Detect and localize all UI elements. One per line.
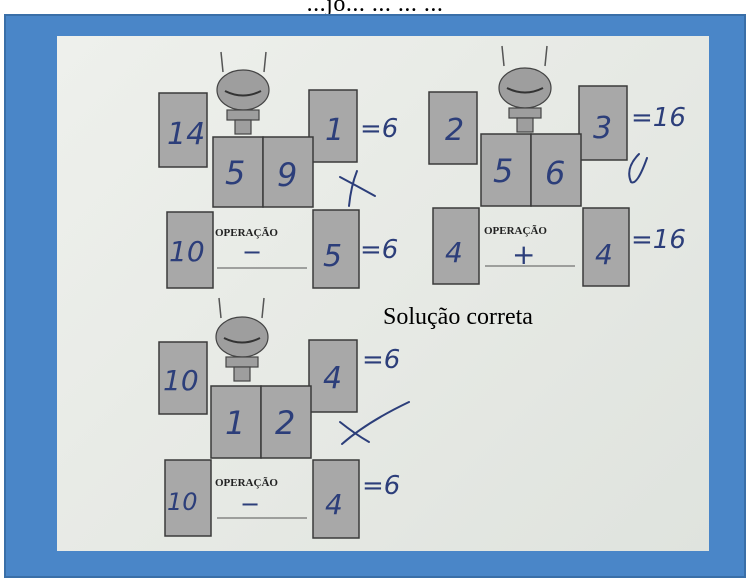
robot-1-bottom-right-number: 5 xyxy=(323,239,342,274)
robot-1-wrong-mark xyxy=(339,170,376,207)
robot-3-head xyxy=(215,297,269,382)
robot-1-bottom-result: =6 xyxy=(360,235,398,265)
robot-2-top-result: =16 xyxy=(631,103,686,133)
robot-3-body-right-number: 2 xyxy=(275,404,295,442)
robot-3-top-result: =6 xyxy=(362,345,400,375)
robot-1-tile-body-left xyxy=(212,136,264,208)
robot-1-operation-sign: − xyxy=(242,238,262,266)
robot-3-tile-bottom-right xyxy=(312,459,360,539)
robot-3-wrong-mark xyxy=(339,401,410,445)
robot-3-top-left-number: 10 xyxy=(163,364,199,397)
worksheet-drawing: 14 1 5 9 10 5 =6 =6 OPERAÇÃO − xyxy=(158,45,686,539)
robot-1-body-left-number: 5 xyxy=(225,154,245,192)
robot-3-bottom-left-number: 10 xyxy=(167,488,198,516)
robot-3-operation-sign: − xyxy=(240,490,260,518)
robot-3-tile-bottom-left xyxy=(164,459,212,537)
robot-1-bottom-left-number: 10 xyxy=(169,235,205,268)
robot-1-tile-top-right xyxy=(308,89,358,163)
robot-2-operation-label: OPERAÇÃO xyxy=(484,225,547,237)
robot-2-tile-bottom-left xyxy=(432,207,480,285)
robot-2-tile-body-right xyxy=(530,133,582,207)
robot-1-tile-body-right xyxy=(262,136,314,208)
robot-2-tile-top-left xyxy=(428,91,478,165)
robot-1-tile-bottom-left xyxy=(166,211,214,289)
robot-3-body-left-number: 1 xyxy=(225,404,245,442)
robot-2-correct-mark xyxy=(628,153,648,184)
robot-2-bottom-right-number: 4 xyxy=(595,238,613,271)
robot-3-operation-label: OPERAÇÃO xyxy=(215,477,278,489)
robot-3-tile-body-left xyxy=(210,385,262,459)
robot-1-head xyxy=(216,51,270,135)
robot-2-top-right-number: 3 xyxy=(593,111,612,146)
robot-2-operation-sign: + xyxy=(512,238,535,271)
robot-1-top-left-number: 14 xyxy=(167,117,205,152)
robot-1-top-right-number: 1 xyxy=(325,113,344,148)
robot-3-bottom-right-number: 4 xyxy=(325,488,343,521)
correct-solution-caption: Solução correta xyxy=(383,304,533,330)
robot-3-tile-top-right xyxy=(308,339,358,413)
robot-2-body-right-number: 6 xyxy=(545,154,565,192)
robot-1-operation-label: OPERAÇÃO xyxy=(215,227,278,239)
robot-2-tile-bottom-right xyxy=(582,207,630,287)
robot-3: 10 4 1 2 10 4 =6 =6 OPERAÇÃO − xyxy=(158,297,410,539)
top-cropped-text: ...jo... ... ... ... xyxy=(0,0,750,16)
robot-1: 14 1 5 9 10 5 =6 =6 OPERAÇÃO − xyxy=(158,51,398,289)
robot-1-tile-top-left xyxy=(158,92,208,168)
robot-3-top-right-number: 4 xyxy=(323,361,342,396)
robot-1-top-result: =6 xyxy=(360,114,398,144)
worksheet-photo: 14 1 5 9 10 5 =6 =6 OPERAÇÃO − xyxy=(57,36,709,551)
robot-2-bottom-left-number: 4 xyxy=(445,236,463,269)
robot-3-bottom-result: =6 xyxy=(362,471,400,501)
robot-2: 2 3 5 6 4 4 =16 =16 OPERAÇÃO + xyxy=(428,45,686,287)
robot-2-head xyxy=(498,45,552,133)
robot-2-tile-body-left xyxy=(480,133,532,207)
robot-2-tile-top-right xyxy=(578,85,628,161)
robot-2-bottom-result: =16 xyxy=(631,225,686,255)
robot-2-top-left-number: 2 xyxy=(445,113,464,148)
robot-2-body-left-number: 5 xyxy=(493,152,513,190)
robot-3-tile-body-right xyxy=(260,385,312,459)
robot-3-tile-top-left xyxy=(158,341,208,415)
robot-1-tile-bottom-right xyxy=(312,209,360,289)
robot-1-body-right-number: 9 xyxy=(277,156,297,194)
cropped-text-line: ...jo... ... ... ... xyxy=(306,0,444,16)
